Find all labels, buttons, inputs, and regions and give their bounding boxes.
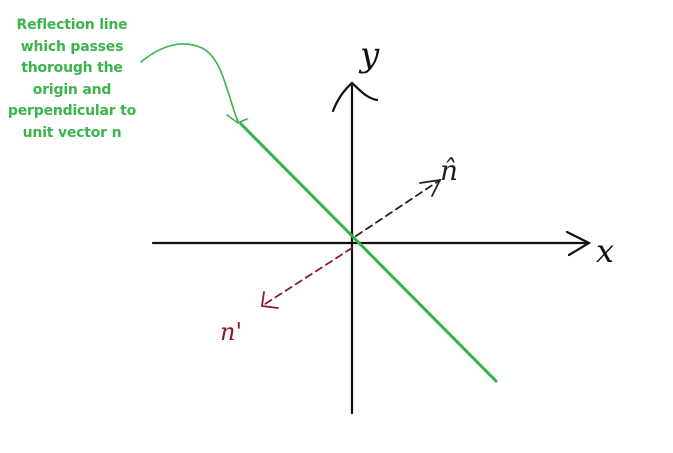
annotation-line-5: perpendicular to [7,103,137,119]
annotation-line-1: Reflection line [16,17,128,33]
unit-vector-n [355,178,442,237]
reflection-line [239,122,498,383]
n-prime-label: n' [220,318,242,346]
x-axis [151,230,592,257]
curved-arrow-icon [140,43,248,124]
annotation-line-6: unit vector n [22,124,122,141]
reflected-vector-n-prime [260,247,353,309]
annotation-line-3: thorough the [21,60,123,76]
annotation-line-2: which passes [20,38,124,55]
x-axis-label: x [596,232,614,270]
y-axis-label: y [358,35,380,75]
y-axis [331,81,379,415]
annotation-line-4: origin and [32,81,112,98]
reflection-line-annotation: Reflection line which passes thorough th… [2,15,142,144]
n-hat-label: n̂ [440,154,458,187]
